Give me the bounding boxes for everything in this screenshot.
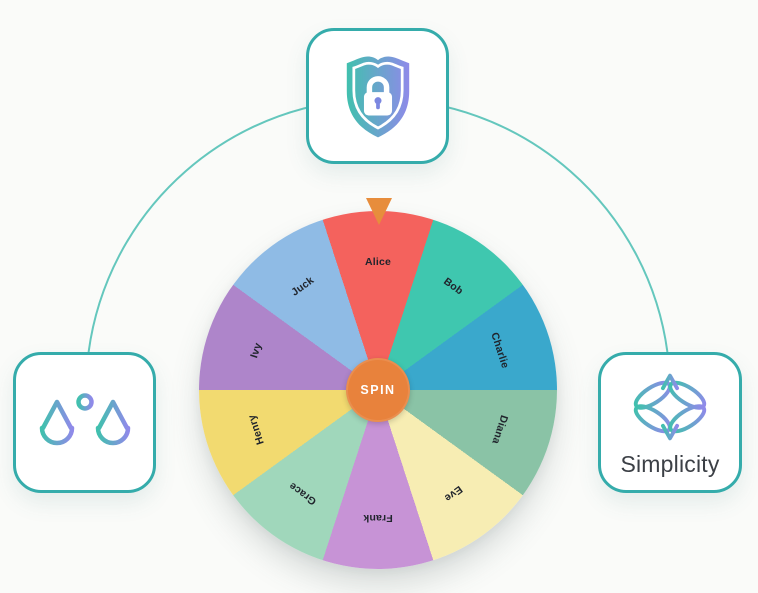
balance-scale-icon [39,383,130,455]
card-simplicity-label: Simplicity [620,451,720,477]
wheel-segment-label: Diana [489,413,511,446]
wheel-segment-label: Eve [441,483,465,505]
wheel-segment-label: Bob [441,275,466,298]
x-mark-icon [633,373,707,441]
card-simplicity[interactable]: Simplicity [598,352,742,493]
wheel-pointer-icon [366,198,392,225]
wheel-segment-label: Frank [363,512,393,524]
wheel-segment-label: Alice [364,256,392,268]
card-security[interactable] [306,28,449,164]
card-balance[interactable] [13,352,156,493]
spinner-wheel[interactable]: Alice Bob Charlie Diana Eve Frank Grace … [199,211,557,569]
wheel-segment-label: Juck [289,274,317,299]
wheel-segment-label: Charlie [488,330,512,370]
wheel-segment-label: Henry [245,413,267,447]
wheel-segment-label: Ivy [248,341,265,360]
shield-lock-icon [346,56,409,138]
wheel-segment-label: Grace [286,479,319,508]
lock-shackle [366,76,389,96]
spin-button[interactable]: SPIN [346,358,410,422]
